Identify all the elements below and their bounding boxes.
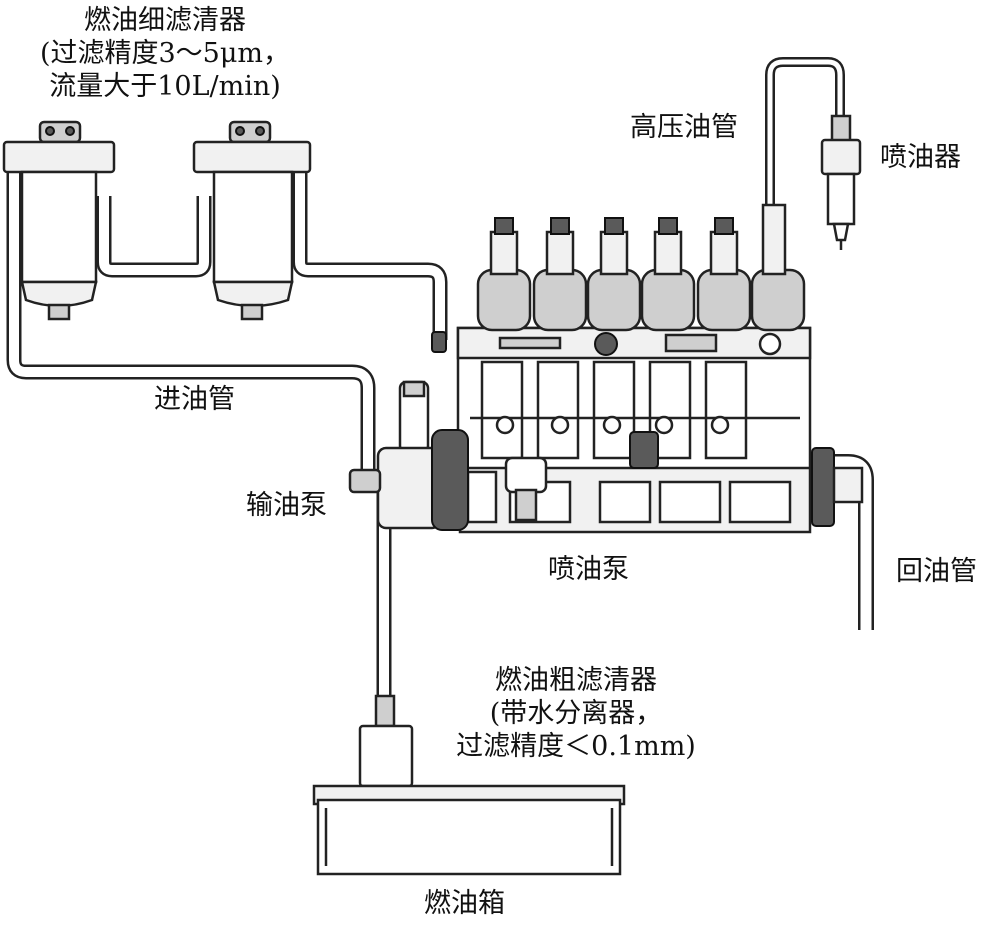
fine-filter-right bbox=[192, 120, 312, 321]
coarse-filter-precision: 过滤精度＜0.1mm) bbox=[456, 731, 696, 762]
injection-pump bbox=[431, 203, 864, 534]
fine-filter-flow: 流量大于10L/min) bbox=[49, 71, 281, 102]
inlet-pipe-label: 进油管 bbox=[154, 384, 235, 415]
coarse-filter-separator: (带水分离器， bbox=[489, 698, 663, 729]
delivery-valves bbox=[476, 203, 806, 332]
high-pressure-pipe-label: 高压油管 bbox=[630, 112, 738, 143]
injector bbox=[820, 114, 862, 250]
injection-pump-label: 喷油泵 bbox=[548, 554, 629, 585]
injector-label: 喷油器 bbox=[880, 142, 961, 173]
transfer-pump bbox=[348, 380, 469, 531]
fine-filter-precision: (过滤精度3～5μm， bbox=[39, 38, 291, 69]
fine-filter-label: 燃油细滤清器 (过滤精度3～5μm， 流量大于10L/min) bbox=[10, 4, 320, 103]
fuel-tank-label: 燃油箱 bbox=[424, 888, 505, 919]
coarse-filter bbox=[358, 694, 414, 788]
filter-connector-pipe bbox=[96, 150, 448, 340]
fine-filter-name: 燃油细滤清器 bbox=[84, 5, 246, 36]
return-pipe-label: 回油管 bbox=[896, 556, 977, 587]
transfer-pump-label: 输油泵 bbox=[246, 490, 327, 521]
fine-filter-left bbox=[2, 120, 116, 321]
fuel-tank bbox=[312, 784, 626, 876]
coarse-filter-name: 燃油粗滤清器 bbox=[495, 665, 657, 696]
coarse-filter-label: 燃油粗滤清器 (带水分离器， 过滤精度＜0.1mm) bbox=[426, 664, 726, 763]
high-pressure-pipe bbox=[765, 57, 845, 205]
